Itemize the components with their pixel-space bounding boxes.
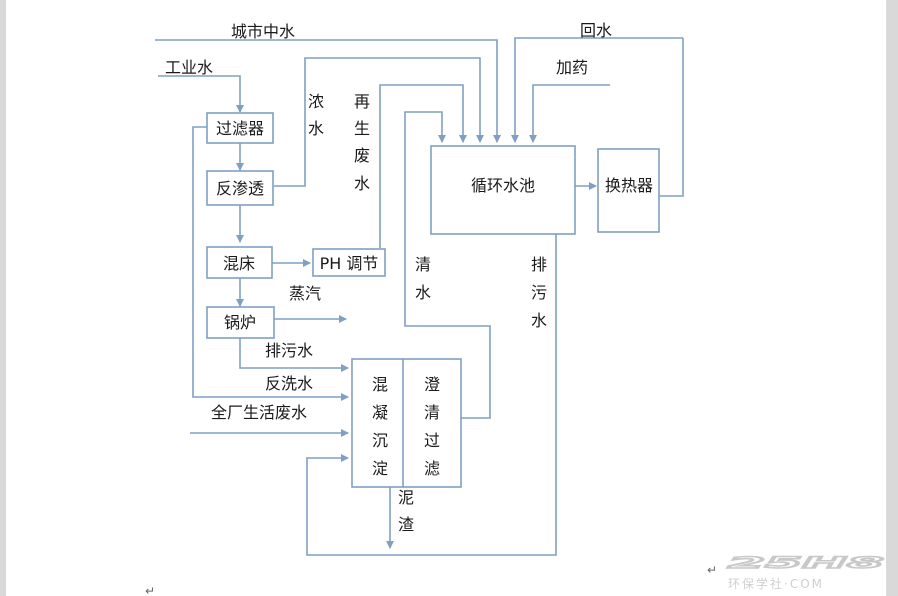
pool-box xyxy=(430,145,576,235)
coag-char-2: 凝 xyxy=(372,403,388,422)
line-backwash xyxy=(192,126,349,401)
line-industrial-to-filter xyxy=(158,75,244,113)
line-exchanger-return xyxy=(659,38,684,197)
label-industrial-water: 工业水 xyxy=(165,58,213,77)
clar-char-1: 澄 xyxy=(424,375,440,394)
coag-char-1: 混 xyxy=(372,375,388,394)
ph-box xyxy=(312,248,386,277)
label-return-water: 回水 xyxy=(580,21,612,40)
label-regen-4: 水 xyxy=(354,174,370,193)
ro-box xyxy=(206,170,274,206)
coag-char-4: 淀 xyxy=(372,459,388,478)
coag-text: 混 凝 沉 淀 xyxy=(372,375,388,478)
line-pool-blowdown xyxy=(306,234,557,556)
line-conc-water xyxy=(274,57,484,187)
watermark-logo: 25H8 xyxy=(728,553,884,572)
pool-label: 循环水池 xyxy=(471,176,535,195)
boiler-label: 锅炉 xyxy=(224,313,256,332)
clar-char-3: 过 xyxy=(424,431,440,450)
filter-box xyxy=(206,112,274,144)
mixed-bed-label: 混床 xyxy=(223,254,255,273)
flow-labels: 城市中水 工业水 回水 加药 浓 水 再 生 废 水 清 水 排 污 水 蒸汽 … xyxy=(165,21,612,534)
exchanger-box xyxy=(597,148,660,233)
label-dosing: 加药 xyxy=(556,58,588,77)
site-watermark: 25H8 环保学社·COM xyxy=(727,552,885,591)
label-steam: 蒸汽 xyxy=(289,284,321,303)
mixed-bed-box xyxy=(206,246,273,279)
clar-char-2: 清 xyxy=(424,403,440,422)
label-city-water: 城市中水 xyxy=(231,22,295,41)
page-margin-left xyxy=(0,0,6,596)
label-conc-water-1: 浓 xyxy=(308,92,324,111)
filter-label: 过滤器 xyxy=(216,119,264,138)
paragraph-mark-right: ↵ xyxy=(707,563,717,577)
label-clean-1: 清 xyxy=(415,255,431,274)
clar-text: 澄 清 过 滤 xyxy=(424,375,440,478)
label-blowdown-v-2: 污 xyxy=(531,283,547,302)
coag-char-3: 沉 xyxy=(372,431,388,450)
label-sludge-2: 渣 xyxy=(398,515,414,534)
paragraph-mark-left: ↵ xyxy=(145,584,155,596)
label-blowdown-v-3: 水 xyxy=(531,311,547,330)
ro-label: 反渗透 xyxy=(216,179,264,198)
line-city-water xyxy=(155,39,501,143)
boiler-box xyxy=(206,306,275,339)
flow-lines xyxy=(155,37,684,556)
line-clean-water xyxy=(404,111,491,419)
page-margin-right xyxy=(886,0,898,596)
line-regen-waste xyxy=(379,84,467,248)
label-regen-3: 废 xyxy=(354,146,370,165)
label-blowdown-v-1: 排 xyxy=(531,255,547,274)
label-backwash: 反洗水 xyxy=(265,374,313,393)
label-regen-2: 生 xyxy=(354,119,370,138)
label-regen-1: 再 xyxy=(354,92,370,111)
process-boxes: 过滤器 反渗透 混床 PH 调节 锅炉 循环水池 换热器 xyxy=(206,112,660,488)
line-boiler-blowdown xyxy=(239,338,349,372)
line-return-water xyxy=(511,37,683,143)
label-blowdown: 排污水 xyxy=(265,341,313,360)
label-conc-water-2: 水 xyxy=(308,119,324,138)
watermark-site: 环保学社·COM xyxy=(728,576,824,591)
clar-char-4: 滤 xyxy=(424,459,440,478)
label-domestic-waste: 全厂生活废水 xyxy=(211,403,307,422)
coag-box xyxy=(351,358,462,488)
label-clean-2: 水 xyxy=(415,283,431,302)
exchanger-label: 换热器 xyxy=(605,176,653,195)
line-dosing xyxy=(529,84,610,143)
label-sludge-1: 泥 xyxy=(398,488,414,507)
ph-label: PH 调节 xyxy=(320,254,379,273)
